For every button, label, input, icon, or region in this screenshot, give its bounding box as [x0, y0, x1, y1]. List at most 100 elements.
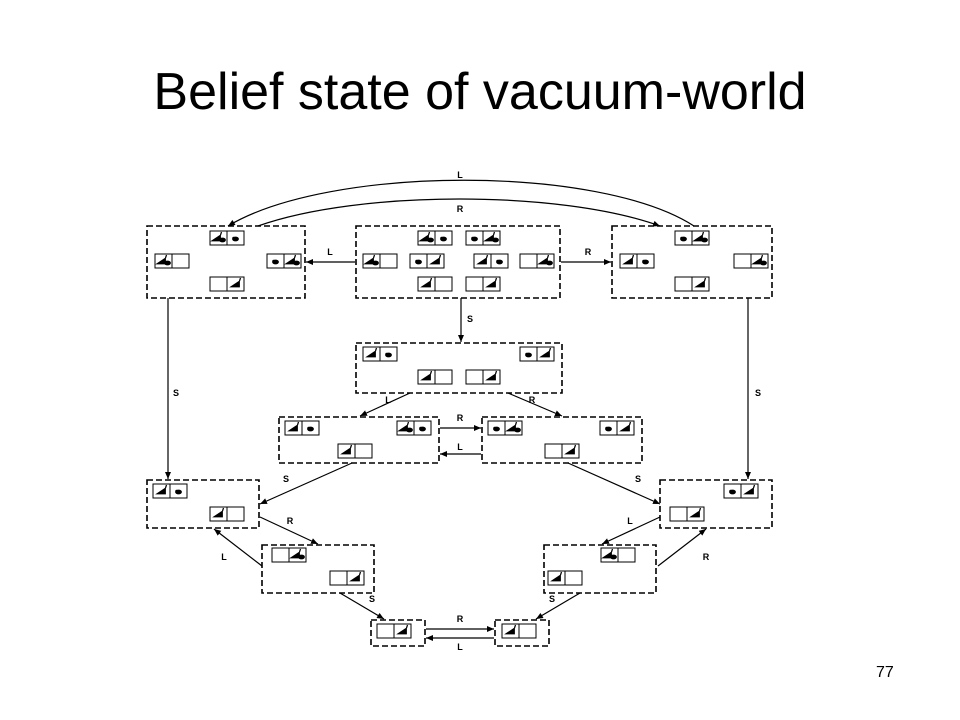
vacuum-robot-icon: [619, 424, 630, 432]
belief-node-top-right: [611, 225, 773, 299]
state-tile-bottom-right-0: [501, 623, 537, 639]
state-tile-mid-left-1: [396, 420, 432, 436]
state-tile-top-left-0: [209, 230, 245, 246]
state-tile-bottom-right-mid-1: [547, 570, 583, 586]
vacuum-robot-icon: [564, 447, 575, 455]
vacuum-robot-icon: [622, 257, 633, 265]
dirt-icon-speck: [610, 554, 613, 558]
vacuum-robot-icon: [539, 350, 550, 358]
dirt-icon-speck: [605, 426, 608, 430]
vacuum-robot-icon: [550, 574, 561, 582]
dirt-icon-speck: [175, 489, 178, 493]
edge-label-top-center-to-middle: S: [467, 314, 473, 324]
state-tile-top-center-0: [417, 230, 453, 246]
edge-label-mid-right-to-mid-left: L: [457, 442, 463, 452]
state-tile-lower-left-0: [152, 483, 188, 499]
belief-node-frame: [261, 544, 375, 594]
vacuum-robot-icon: [743, 487, 754, 495]
edge-label-bottom-right-mid-to-lower-right: R: [703, 552, 710, 562]
belief-node-frame: [611, 225, 773, 299]
dirt-icon-speck: [680, 236, 683, 240]
vacuum-robot-icon-handle: [405, 624, 409, 629]
edge-label-bottom-left-to-bottom-right: R: [457, 614, 464, 624]
state-tile-top-center-4: [473, 253, 509, 269]
belief-node-frame: [146, 479, 260, 529]
state-tile-bottom-left-0: [376, 623, 412, 639]
edge-label-bottom-right-mid-to-bottom-right: S: [549, 594, 555, 604]
state-tile-mid-left-0: [284, 420, 320, 436]
vacuum-robot-icon-handle: [221, 507, 225, 512]
vacuum-robot-icon-handle: [701, 231, 705, 236]
dirt-icon-speck: [307, 426, 310, 430]
vacuum-robot-icon: [287, 424, 298, 432]
edge-label-top-right-to-lower-right: S: [755, 388, 761, 398]
dirt-icon-speck: [415, 259, 418, 263]
vacuum-robot-icon: [694, 280, 705, 288]
vacuum-robot-icon-handle: [164, 484, 168, 489]
belief-node-frame: [355, 342, 563, 394]
edge-mid-right-to-lower-right: [567, 462, 661, 505]
dirt-icon-speck: [642, 259, 645, 263]
edge-bottom-left-mid-to-lower-left: [213, 528, 263, 567]
vacuum-robot-icon: [349, 574, 360, 582]
state-tile-top-center-3: [409, 253, 445, 269]
vacuum-robot-icon-handle: [492, 231, 496, 236]
dirt-icon-speck: [760, 260, 763, 264]
dirt-icon-speck: [440, 236, 443, 240]
vacuum-robot-icon-handle: [164, 254, 168, 259]
dirt-icon-speck: [427, 237, 430, 241]
edge-label-top-center-to-top-right: R: [585, 247, 592, 257]
belief-node-top-center: [355, 225, 561, 299]
vacuum-robot-icon: [476, 257, 487, 265]
belief-node-frame: [355, 225, 561, 299]
vacuum-robot-icon-handle: [293, 254, 297, 259]
dirt-icon-speck: [493, 426, 496, 430]
vacuum-robot-icon-handle: [374, 347, 378, 352]
edge-lower-right-to-bottom-right-mid: [601, 516, 661, 545]
vacuum-robot-icon: [340, 447, 351, 455]
dirt-icon-speck: [492, 237, 495, 241]
dirt-icon-speck: [272, 259, 275, 263]
dirt-icon-speck: [298, 554, 301, 558]
dirt-icon-speck: [701, 237, 704, 241]
belief-node-bottom-right: [494, 619, 550, 647]
vacuum-robot-icon-handle: [546, 254, 550, 259]
belief-node-frame: [543, 544, 657, 594]
edge-label-bottom-right-to-bottom-left: L: [457, 642, 463, 652]
state-tile-top-left-3: [209, 276, 245, 292]
vacuum-robot-icon-handle: [427, 231, 431, 236]
state-tile-top-center-1: [465, 230, 501, 246]
belief-node-frame: [146, 225, 306, 299]
nodes-layer: [146, 225, 773, 647]
edge-mid-left-to-lower-left: [259, 462, 353, 505]
state-tile-middle-0: [362, 346, 398, 362]
dirt-icon-speck: [232, 236, 235, 240]
edge-label-bottom-left-mid-to-lower-left: L: [221, 552, 227, 562]
dirt-icon-speck: [496, 259, 499, 263]
vacuum-robot-icon: [689, 510, 700, 518]
vacuum-robot-icon: [212, 510, 223, 518]
belief-node-frame: [278, 416, 440, 464]
vacuum-robot-icon: [485, 280, 496, 288]
vacuum-robot-icon-handle: [628, 421, 632, 426]
edge-label-top-left-to-lower-left: S: [173, 388, 179, 398]
vacuum-robot-icon-handle: [494, 370, 498, 375]
state-tile-mid-right-1: [599, 420, 635, 436]
dirt-icon-speck: [372, 260, 375, 264]
dirt-icon-speck: [471, 236, 474, 240]
vacuum-robot-icon-handle: [494, 277, 498, 282]
state-tile-top-left-2: [266, 253, 302, 269]
dirt-icon-speck: [219, 237, 222, 241]
vacuum-robot-icon: [420, 373, 431, 381]
edges-layer: [165, 179, 751, 641]
state-tile-lower-right-1: [669, 506, 705, 522]
vacuum-robot-icon-handle: [219, 231, 223, 236]
edge-middle-to-mid-right: [507, 392, 563, 417]
state-tile-lower-right-0: [723, 483, 759, 499]
dirt-icon-speck: [293, 260, 296, 264]
vacuum-robot-icon-handle: [752, 484, 756, 489]
edge-bottom-right-mid-to-bottom-right: [535, 592, 581, 620]
state-tile-top-left-1: [154, 253, 190, 269]
